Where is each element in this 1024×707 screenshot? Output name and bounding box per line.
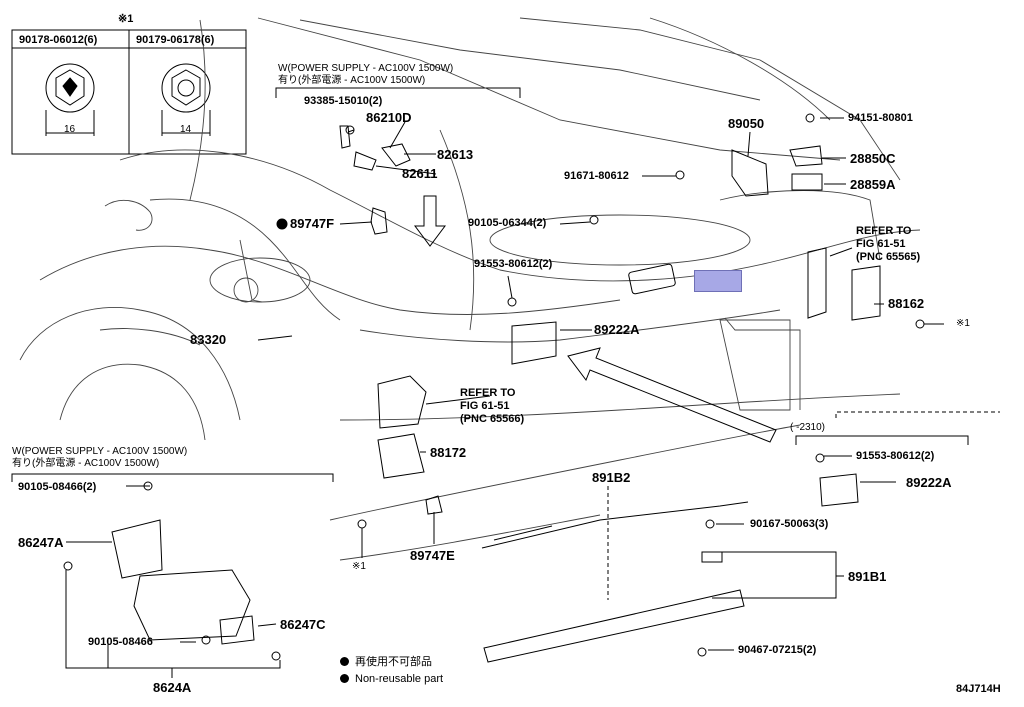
condition-left-en: W(POWER SUPPLY - AC100V 1500W) [12, 446, 188, 457]
part-label-89747F[interactable]: 89747F [290, 216, 335, 231]
note-mark-top: ※1 [118, 13, 134, 25]
part-label-86247A[interactable]: 86247A [18, 535, 64, 550]
refer-b-line1: REFER TO [460, 387, 516, 399]
refer-a-line1: REFER TO [856, 225, 912, 237]
part-label-891B1[interactable]: 891B1 [848, 569, 887, 584]
part-label-90105-06344[interactable]: 90105-06344(2) [468, 217, 547, 229]
part-label-83320[interactable]: 83320 [190, 332, 227, 347]
part-label-90105-08466-b[interactable]: 90105-08466 [88, 636, 153, 648]
refer-a-line2: FIG 61-51 [856, 238, 906, 250]
refer-a-line3: (PNC 65565) [856, 251, 921, 263]
fastener-detail-box [11, 29, 247, 155]
legend-en: Non-reusable part [340, 673, 443, 686]
refer-b-line3: (PNC 65566) [460, 413, 525, 425]
part-label-89050[interactable]: 89050 [728, 116, 765, 131]
detail-right-part-number: 90179-06178(6) [136, 34, 215, 46]
leader-lines [65, 117, 944, 678]
bullet-icon [340, 674, 349, 683]
highlight-box[interactable] [694, 270, 742, 292]
part-label-91553-a[interactable]: 91553-80612(2) [474, 258, 553, 270]
bullet-icon [340, 657, 349, 666]
part-shapes [63, 113, 925, 663]
condition-top-en: W(POWER SUPPLY - AC100V 1500W) [278, 63, 454, 74]
part-label-90467[interactable]: 90467-07215(2) [738, 644, 817, 656]
part-label-91671[interactable]: 91671-80612 [564, 170, 629, 182]
part-label-88172[interactable]: 88172 [430, 445, 467, 460]
part-label-93385[interactable]: 93385-15010(2) [304, 95, 383, 107]
part-label-891B2[interactable]: 891B2 [592, 470, 631, 485]
detail-right-dimension: 14 [180, 124, 192, 135]
note-mark-right: ※1 [956, 318, 970, 329]
note-mark-bottom: ※1 [352, 561, 366, 572]
part-label-82611[interactable]: 82611 [402, 166, 438, 181]
refer-b-line2: FIG 61-51 [460, 400, 510, 412]
view-direction-arrows [414, 195, 777, 443]
part-label-94151[interactable]: 94151-80801 [848, 112, 913, 124]
part-label-86210D[interactable]: 86210D [366, 110, 412, 125]
part-label-82613[interactable]: 82613 [437, 147, 474, 162]
diagram-id: 84J714H [956, 683, 1001, 695]
detail-left-dimension: 16 [64, 124, 76, 135]
part-label-28850C[interactable]: 28850C [850, 151, 896, 166]
part-label-90105-08466-a[interactable]: 90105-08466(2) [18, 481, 97, 493]
part-label-8624A[interactable]: 8624A [153, 680, 192, 695]
condition-top-jp: 有り(外部電源 - AC100V 1500W) [278, 75, 426, 86]
legend-jp: 再使用不可部品 [340, 656, 432, 669]
condition-right-date: ( -2310) [790, 422, 826, 433]
condition-left-jp: 有り(外部電源 - AC100V 1500W) [12, 458, 160, 469]
part-label-90167[interactable]: 90167-50063(3) [750, 518, 829, 530]
legend-jp-text: 再使用不可部品 [355, 656, 432, 668]
part-label-88162[interactable]: 88162 [888, 296, 925, 311]
legend-en-text: Non-reusable part [355, 673, 444, 685]
part-label-91553-b[interactable]: 91553-80612(2) [856, 450, 935, 462]
part-label-86247C[interactable]: 86247C [280, 617, 326, 632]
vehicle-body-outline [19, 17, 921, 561]
part-label-89747E[interactable]: 89747E [410, 548, 455, 563]
part-label-28859A[interactable]: 28859A [850, 177, 896, 192]
condition-brackets [11, 87, 1000, 482]
part-label-89222A-a[interactable]: 89222A [594, 322, 640, 337]
detail-left-part-number: 90178-06012(6) [19, 34, 98, 46]
part-label-89222A-b[interactable]: 89222A [906, 475, 952, 490]
